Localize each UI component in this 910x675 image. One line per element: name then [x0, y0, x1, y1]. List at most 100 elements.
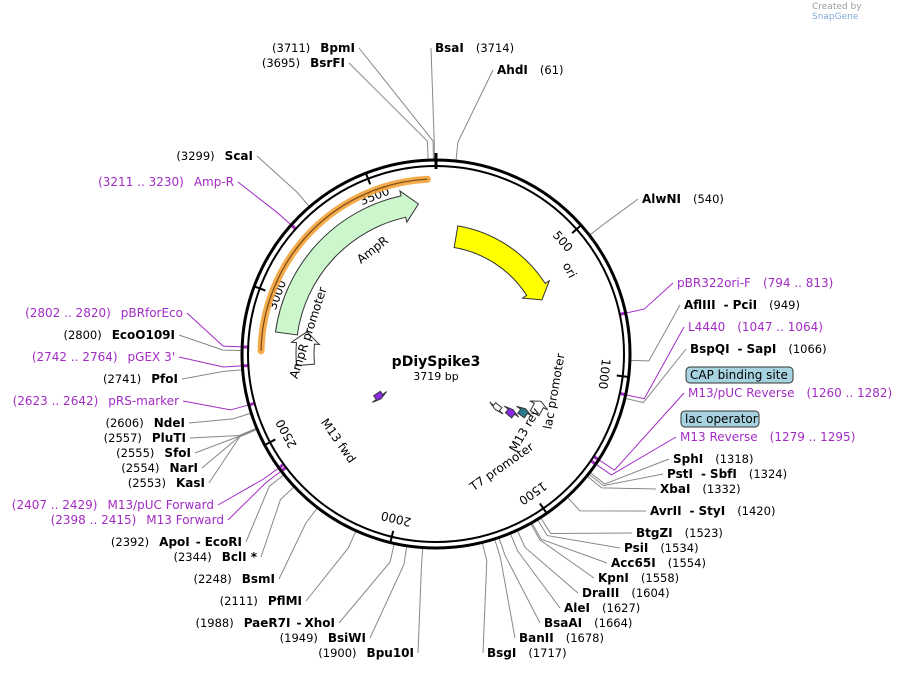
site-name: AleI — [564, 601, 590, 615]
site-scai: (3299)ScaI — [176, 149, 253, 163]
site-banii: BanII(1678) — [519, 631, 604, 645]
site-position: (2248) — [193, 572, 231, 586]
leader-pbrforeco — [186, 312, 242, 348]
ampr-arrow — [274, 189, 420, 336]
site-position: (1523) — [685, 526, 723, 540]
site-pflmi: (2111)PflMI — [220, 594, 302, 608]
site-pbrforeco: (2802 .. 2820)pBRforEco — [25, 306, 183, 320]
site-position: (61) — [540, 63, 564, 77]
leader-pluti — [189, 428, 257, 439]
site-position: (2742 .. 2764) — [32, 350, 118, 364]
leader-bsaai — [498, 538, 541, 624]
site-name: BclI * — [222, 550, 258, 564]
site-ahdi: AhdI (61) — [497, 63, 564, 77]
leader-xbai — [587, 476, 657, 490]
site-position: (949) — [769, 298, 800, 312]
site-position: (2553) — [128, 476, 166, 490]
site-name: BsaAI — [544, 616, 582, 630]
site-name-2: SbfI — [710, 467, 737, 481]
site-position: (2392) — [111, 535, 149, 549]
site-name-2: PciI — [733, 298, 758, 312]
site-separator: - — [738, 342, 743, 356]
site-position: (540) — [693, 192, 724, 206]
site-name: NarI — [169, 461, 198, 475]
tick-label-1500: 1500 — [516, 479, 549, 508]
leader-sfoi — [194, 428, 257, 454]
site-position: (1534) — [660, 541, 698, 555]
site-kpni: KpnI(1558) — [598, 571, 679, 585]
site-name: Amp-R — [194, 175, 234, 189]
leader-kpni — [530, 524, 595, 579]
leader-ndei — [188, 412, 251, 424]
site-separator: - — [724, 298, 729, 312]
site-name: PfoI — [151, 372, 178, 386]
leader-l4440 — [626, 326, 685, 400]
site-name-2: XhoI — [304, 616, 335, 630]
site-position: (3714) — [476, 41, 514, 55]
site-l4440: L4440(1047 .. 1064) — [688, 320, 823, 334]
leader-pgex-3 — [178, 356, 242, 368]
feature-label-t7-promoter: T7 promoter — [466, 440, 536, 495]
leader-pflmi — [305, 531, 357, 602]
site-xbai: XbaI(1332) — [660, 482, 741, 496]
credit-prefix: Created by — [812, 2, 862, 12]
site-acc65i: Acc65I(1554) — [611, 556, 706, 570]
site-name: Bpu10I — [367, 646, 414, 660]
site-name: BspQI — [690, 342, 730, 356]
site-position: (1420) — [737, 504, 775, 518]
site-name: AflIII — [684, 298, 716, 312]
site-position: (1066) — [788, 342, 826, 356]
site-name: PsiI — [624, 541, 648, 555]
site-position: (2344) — [173, 550, 211, 564]
site-pluti: (2557)PluTI — [104, 431, 186, 445]
site-apoi: (2392)ApoI-EcoRI — [111, 535, 242, 549]
site-position: (1717) — [528, 646, 566, 660]
lac-operator-box: lac operator — [680, 410, 760, 428]
leader-bcli — [260, 486, 294, 558]
site-bcli: (2344) BclI * — [173, 550, 257, 564]
leader-ecoo109i — [178, 334, 242, 351]
site-name: M13 Reverse — [680, 430, 758, 444]
site-position: (3711) — [272, 41, 310, 55]
site-name: L4440 — [688, 320, 725, 334]
leader-psii — [537, 519, 621, 549]
leader-bsgi — [482, 543, 488, 654]
m13-fwd-arrow — [372, 390, 388, 403]
site-name: ApoI — [159, 535, 190, 549]
site-name-2: StyI — [699, 504, 726, 518]
site-amp-r: (3211 .. 3230)Amp-R — [98, 175, 234, 189]
site-bsiwi: (1949)BsiWI — [280, 631, 366, 645]
site-position: (1324) — [749, 467, 787, 481]
leader-avrii — [567, 497, 647, 512]
m13-rev-arrow — [516, 405, 532, 419]
leader-bsrfi — [348, 62, 429, 160]
site-m13-puc-forward: (2407 .. 2429) M13/pUC Forward — [12, 498, 214, 512]
site-kasi: (2553) KasI — [128, 476, 205, 490]
site-name: BtgZI — [636, 526, 673, 540]
site-name: BpmI — [320, 41, 355, 55]
site-position: (2407 .. 2429) — [12, 498, 98, 512]
site-draiii: DraIII(1604) — [582, 586, 670, 600]
site-position: (1664) — [594, 616, 632, 630]
site-position: (2554) — [121, 461, 159, 475]
leader-draiii — [517, 530, 579, 594]
site-name: AhdI — [497, 63, 528, 77]
site-name: M13/pUC Forward — [107, 498, 214, 512]
site-bsai: BsaI(3714) — [435, 41, 514, 55]
cap-binding-site-box: CAP binding site — [685, 366, 794, 384]
leader-banii — [494, 539, 516, 639]
site-separator: - — [701, 467, 706, 481]
leader-m13-reverse — [596, 436, 677, 476]
leader-m13-puc-forward — [217, 468, 279, 506]
site-name: pBRforEco — [121, 306, 183, 320]
site-name: M13/pUC Reverse — [688, 386, 795, 400]
leader-apoi — [245, 474, 284, 543]
leader-pfoi — [181, 369, 242, 380]
site-name-2: SapI — [747, 342, 777, 356]
site-name: KasI — [176, 476, 205, 490]
leader-alei — [510, 533, 561, 609]
site-labels: (3711)BpmI(3695)BsrFIBsaI(3714)AhdI(61)A… — [12, 41, 892, 660]
site-name: BsiWI — [328, 631, 366, 645]
leader-scai — [256, 155, 310, 207]
